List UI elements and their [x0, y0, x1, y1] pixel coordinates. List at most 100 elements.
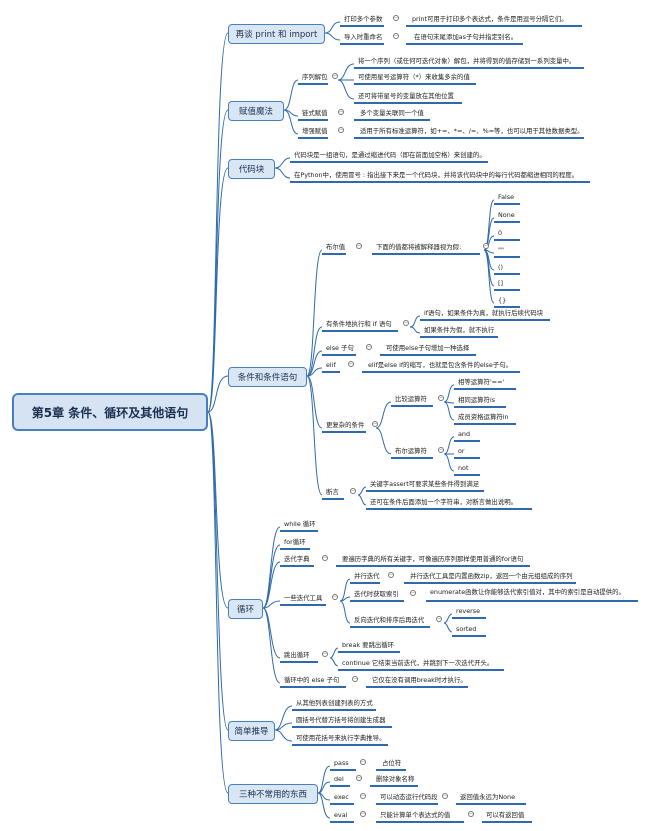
branch-rare-statements[interactable]: 三种不常用的东西: [228, 784, 318, 804]
node-eval[interactable]: eval: [334, 811, 348, 819]
underline: [366, 508, 532, 510]
eval-desc-1: 只能计算单个表达式的值: [380, 811, 451, 819]
underline: [280, 661, 318, 663]
underline: [494, 273, 520, 275]
underline: [454, 423, 516, 425]
collapse-icon[interactable]: −: [350, 488, 356, 494]
collapse-icon[interactable]: −: [352, 676, 358, 682]
underline: [404, 582, 576, 584]
if-desc-1: if语句，如果条件为真，就执行后续代码块: [424, 309, 544, 317]
underline: [330, 769, 356, 771]
node-iteration-tools[interactable]: 一些迭代工具: [284, 594, 323, 602]
collapse-icon[interactable]: −: [410, 590, 416, 596]
underline: [350, 626, 430, 628]
node-import-alias[interactable]: 导入时重命名: [344, 33, 383, 41]
collapse-icon[interactable]: −: [360, 759, 366, 765]
node-augmented-assignment[interactable]: 增强赋值: [302, 127, 328, 135]
collapse-icon[interactable]: −: [332, 73, 338, 79]
collapse-icon[interactable]: −: [348, 361, 354, 367]
underline: [354, 137, 584, 139]
collapse-icon[interactable]: −: [338, 127, 344, 133]
underline: [338, 669, 504, 671]
node-iterate-dict[interactable]: 迭代字典: [284, 555, 310, 563]
node-reverse-sort[interactable]: 反向迭代和排序后再迭代: [354, 616, 425, 624]
branch-assignment-magic[interactable]: 赋值魔法: [228, 101, 284, 121]
node-del[interactable]: del: [334, 775, 344, 783]
node-exec[interactable]: exec: [334, 793, 349, 801]
collapse-icon[interactable]: −: [360, 793, 366, 799]
falsy-value: None: [498, 211, 515, 219]
node-elif[interactable]: elif: [326, 361, 336, 369]
collapse-icon[interactable]: −: [356, 243, 362, 249]
collapse-icon[interactable]: −: [393, 33, 399, 39]
node-assertions[interactable]: 断言: [326, 488, 339, 496]
node-enumerate[interactable]: 迭代时获取索引: [354, 590, 399, 598]
node-while-loop[interactable]: while 循环: [284, 520, 316, 528]
node-boolean-values[interactable]: 布尔值: [326, 243, 346, 251]
collapse-icon[interactable]: −: [356, 775, 362, 781]
exec-desc-2: 返回值永远为None: [460, 793, 516, 801]
node-chained-assignment[interactable]: 链式赋值: [302, 109, 328, 117]
underline: [494, 221, 520, 223]
collapse-icon[interactable]: −: [403, 320, 409, 326]
branch-conditions[interactable]: 条件和条件语句: [228, 367, 307, 387]
underline: [322, 431, 366, 433]
underline: [298, 119, 328, 121]
underline: [391, 457, 433, 459]
collapse-icon[interactable]: −: [393, 15, 399, 21]
underline: [426, 600, 638, 602]
underline: [494, 203, 520, 205]
collapse-icon[interactable]: −: [322, 555, 328, 561]
node-sequence-unpacking[interactable]: 序列解包: [302, 73, 328, 81]
unpack-desc-2: 可使用星号运算符（*）来收集多余的值: [358, 73, 470, 81]
node-parallel-iteration[interactable]: 并行迭代: [354, 572, 380, 580]
collapse-icon[interactable]: −: [338, 109, 344, 115]
underline: [292, 726, 392, 728]
continue-desc: continue 它结束当前迭代，并跳到下一次迭代开头。: [342, 659, 494, 667]
collapse-icon[interactable]: −: [372, 421, 378, 427]
underline: [494, 306, 520, 308]
branch-code-block[interactable]: 代码块: [228, 159, 275, 179]
node-break-loop[interactable]: 跳出循环: [284, 651, 310, 659]
node-loop-else[interactable]: 循环中的 else 子句: [284, 676, 340, 684]
underline: [330, 785, 350, 787]
collapse-icon[interactable]: −: [366, 344, 372, 350]
branch-print-import[interactable]: 再谈 print 和 import: [228, 24, 325, 44]
node-print-multi-args[interactable]: 打印多个参数: [344, 15, 383, 23]
comp-desc-3: 可使用花括号来执行字典推导。: [296, 734, 386, 742]
parallel-desc: 并行迭代工具是内置函数zip，返回一个由元组组成的序列: [410, 572, 573, 580]
node-pass[interactable]: pass: [334, 759, 349, 767]
underline: [298, 137, 328, 139]
underline: [354, 83, 476, 85]
collapse-icon[interactable]: −: [468, 811, 474, 817]
collapse-icon[interactable]: −: [360, 811, 366, 817]
collapse-icon[interactable]: −: [438, 447, 444, 453]
collapse-icon[interactable]: −: [483, 243, 489, 249]
node-else-clause[interactable]: else 子句: [326, 344, 354, 352]
underline: [290, 161, 488, 163]
collapse-icon[interactable]: −: [442, 793, 448, 799]
node-for-loop[interactable]: for循环: [284, 538, 306, 546]
branch-comprehension[interactable]: 简单推导: [228, 721, 275, 741]
underline: [376, 803, 438, 805]
node-if-statement[interactable]: 有条件地执行和 if 语句: [326, 320, 392, 328]
root-topic[interactable]: 第5章 条件、循环及其他语句: [12, 393, 208, 431]
underline: [340, 43, 384, 45]
collapse-icon[interactable]: −: [332, 594, 338, 600]
collapse-icon[interactable]: −: [322, 651, 328, 657]
underline: [280, 548, 310, 550]
collapse-icon[interactable]: −: [388, 572, 394, 578]
underline: [354, 102, 462, 104]
cmp-membership: 成员资格运算符in: [458, 413, 509, 421]
underline: [454, 388, 516, 390]
node-complex-conditions[interactable]: 更复杂的条件: [326, 421, 365, 429]
underline: [494, 239, 520, 241]
collapse-icon[interactable]: −: [438, 395, 444, 401]
branch-loops[interactable]: 循环: [228, 599, 263, 619]
comp-desc-2: 圆括号代替方括号将创建生成器: [296, 716, 386, 724]
node-comparison-operators[interactable]: 比较运算符: [395, 395, 427, 403]
node-boolean-operators[interactable]: 布尔运算符: [395, 447, 427, 455]
collapse-icon[interactable]: −: [436, 616, 442, 622]
